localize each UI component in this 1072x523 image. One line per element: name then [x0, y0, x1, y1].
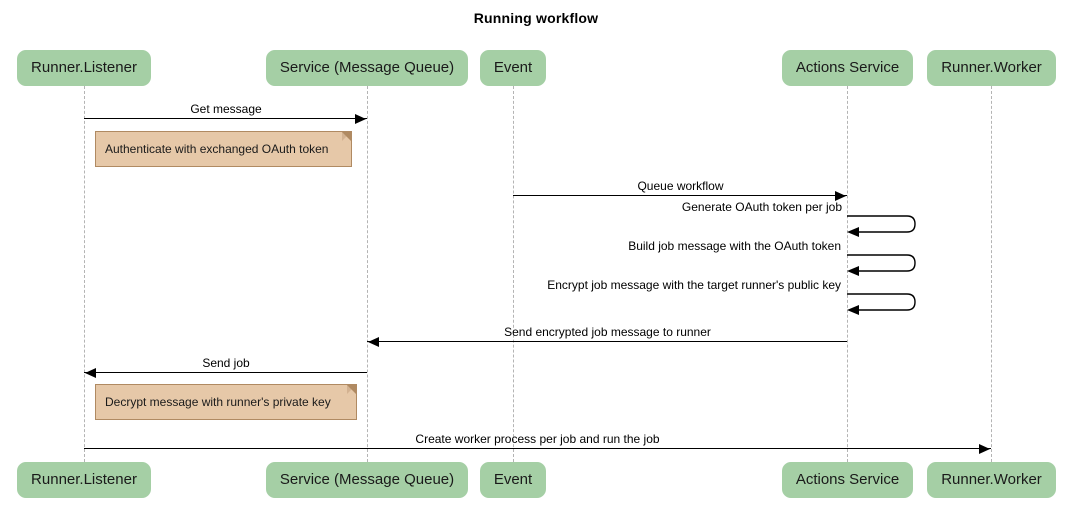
message-label: Send job [202, 356, 250, 370]
participant-label: Runner.Worker [941, 59, 1042, 76]
lifeline-runner-worker [991, 86, 992, 462]
participant-label: Event [493, 59, 533, 76]
message-label: Generate OAuth token per job [681, 200, 842, 214]
message-label: Encrypt job message with the target runn… [547, 278, 841, 292]
participant-label: Runner.Listener [31, 59, 137, 76]
participant-service-message-queue-bottom[interactable]: Service (Message Queue) [266, 462, 468, 498]
message-line [84, 118, 367, 119]
message-line [84, 372, 367, 373]
message-label: Create worker process per job and run th… [415, 432, 660, 446]
participant-runner-worker-top[interactable]: Runner.Worker [927, 50, 1056, 86]
lifeline-service-message-queue [367, 86, 368, 462]
lifeline-runner-listener [84, 86, 85, 462]
note-decrypt-note[interactable]: Decrypt message with runner's private ke… [95, 384, 357, 420]
message-line [513, 195, 847, 196]
arrow-head-icon [835, 191, 846, 201]
lifeline-event [513, 86, 514, 462]
participant-actions-service-bottom[interactable]: Actions Service [782, 462, 913, 498]
participant-label: Service (Message Queue) [279, 471, 455, 488]
participant-label: Runner.Listener [31, 471, 137, 488]
note-authenticate-note[interactable]: Authenticate with exchanged OAuth token [95, 131, 352, 167]
note-label: Decrypt message with runner's private ke… [105, 395, 331, 409]
arrow-head-icon [355, 114, 366, 124]
arrow-head-icon [85, 368, 96, 378]
note-label: Authenticate with exchanged OAuth token [105, 142, 329, 156]
page-title: Running workflow [473, 10, 599, 26]
participant-actions-service-top[interactable]: Actions Service [782, 50, 913, 86]
participant-label: Runner.Worker [941, 471, 1042, 488]
self-loop-path [847, 210, 931, 240]
participant-runner-listener-top[interactable]: Runner.Listener [17, 50, 151, 86]
participant-event-bottom[interactable]: Event [480, 462, 546, 498]
message-line [84, 448, 991, 449]
arrow-head-icon [368, 337, 379, 347]
self-loop-path [847, 249, 931, 279]
arrow-head-icon [979, 444, 990, 454]
participant-label: Actions Service [795, 59, 900, 76]
message-label: Build job message with the OAuth token [628, 239, 841, 253]
participant-label: Actions Service [795, 471, 900, 488]
note-fold-edge-icon [342, 132, 351, 141]
participant-runner-listener-bottom[interactable]: Runner.Listener [17, 462, 151, 498]
message-line [367, 341, 847, 342]
participant-runner-worker-bottom[interactable]: Runner.Worker [927, 462, 1056, 498]
participant-event-top[interactable]: Event [480, 50, 546, 86]
participant-label: Event [493, 471, 533, 488]
message-label: Queue workflow [637, 179, 724, 193]
lifeline-actions-service [847, 86, 848, 462]
message-label: Send encrypted job message to runner [504, 325, 711, 339]
message-label: Get message [190, 102, 262, 116]
self-loop-path [847, 288, 931, 318]
participant-service-message-queue-top[interactable]: Service (Message Queue) [266, 50, 468, 86]
note-fold-edge-icon [347, 385, 356, 394]
participant-label: Service (Message Queue) [279, 59, 455, 76]
